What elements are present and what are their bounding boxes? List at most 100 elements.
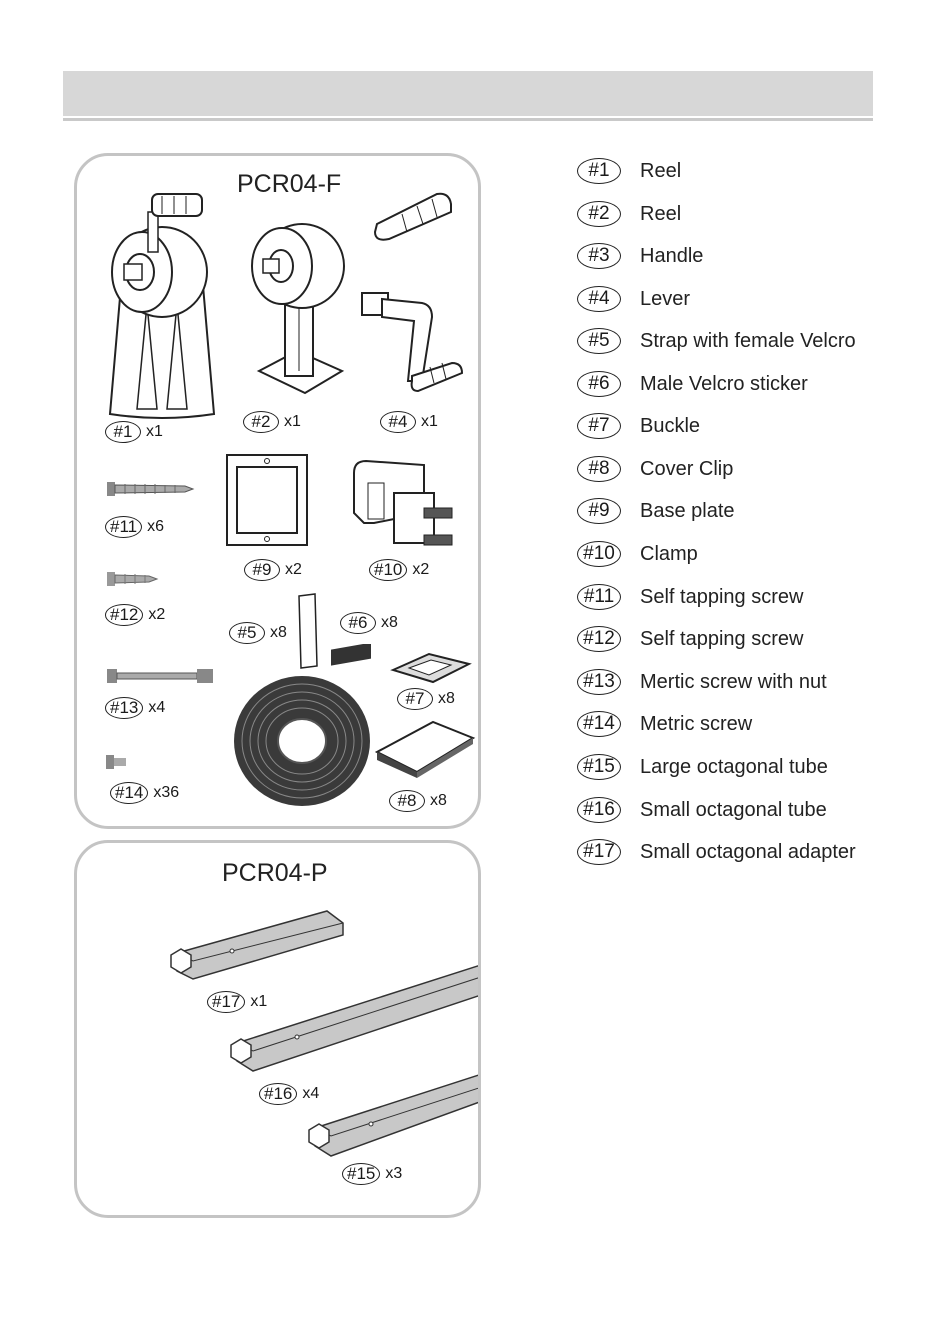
legend-label: Reel xyxy=(640,202,682,225)
handle-illustration xyxy=(373,192,452,241)
small-octagonal-adapter-illustration xyxy=(170,910,344,980)
part-qty: x8 xyxy=(381,614,398,631)
legend-label: Handle xyxy=(640,244,704,267)
part-number-badge: #16 xyxy=(259,1083,298,1105)
part-qty: x2 xyxy=(412,561,430,578)
part-number-badge: #6 xyxy=(340,612,376,634)
part-number-badge: #12 xyxy=(105,604,144,626)
legend-badge: #12 xyxy=(577,626,621,652)
cover-clip-illustration xyxy=(374,720,476,778)
part-qty: x3 xyxy=(385,1165,403,1182)
part-number-badge: #8 xyxy=(389,790,425,812)
self-tapping-screw-small-illustration xyxy=(107,572,159,586)
part-number-badge: #15 xyxy=(342,1163,381,1185)
legend-label: Self tapping screw xyxy=(640,627,804,650)
strap-roll-illustration xyxy=(234,593,370,806)
legend-badge: #4 xyxy=(577,286,621,312)
legend-label: Base plate xyxy=(640,499,735,522)
legend-label: Metric screw xyxy=(640,712,753,735)
legend-label: Small octagonal adapter xyxy=(640,840,856,863)
legend-badge: #5 xyxy=(577,328,621,354)
self-tapping-screw-illustration xyxy=(107,482,195,496)
legend-badge: #2 xyxy=(577,201,621,227)
legend-item: #13 Mertic screw with nut xyxy=(577,669,897,695)
part-qty: x36 xyxy=(153,784,180,801)
part-qty: x1 xyxy=(250,993,268,1010)
part-number-badge: #17 xyxy=(207,991,246,1013)
legend-badge: #1 xyxy=(577,158,621,184)
legend-label: Lever xyxy=(640,287,691,310)
legend-label: Reel xyxy=(640,159,682,182)
legend-item: #9 Base plate xyxy=(577,498,897,524)
part-number-badge: #13 xyxy=(105,697,144,719)
legend-item: #4 Lever xyxy=(577,286,897,312)
legend-label: Buckle xyxy=(640,414,701,437)
part-number-badge: #9 xyxy=(244,559,280,581)
part-number-badge: #7 xyxy=(397,688,433,710)
legend-badge: #13 xyxy=(577,669,621,695)
legend-label: Mertic screw with nut xyxy=(640,670,827,693)
legend-badge: #7 xyxy=(577,413,621,439)
header-divider xyxy=(63,118,873,121)
buckle-illustration xyxy=(390,652,472,684)
clamp-illustration xyxy=(353,459,453,546)
legend-item: #2 Reel xyxy=(577,201,897,227)
part-qty: x4 xyxy=(302,1085,320,1102)
part-tag: #4 x1 xyxy=(380,411,438,433)
small-octagonal-tube-illustration xyxy=(230,965,478,1072)
legend-item: #16 Small octagonal tube xyxy=(577,797,897,823)
part-qty: x6 xyxy=(147,518,165,535)
legend-item: #12 Self tapping screw xyxy=(577,626,897,652)
legend-label: Small octagonal tube xyxy=(640,798,827,821)
part-qty: x2 xyxy=(285,561,302,578)
part-number-badge: #14 xyxy=(110,782,149,804)
kit-p-title: PCR04-P xyxy=(222,859,328,887)
legend-badge: #6 xyxy=(577,371,621,397)
velcro-sticker-illustration xyxy=(331,644,371,666)
reel-with-handle-illustration xyxy=(108,193,216,419)
part-number-badge: #4 xyxy=(380,411,416,433)
legend-badge: #9 xyxy=(577,498,621,524)
legend-label: Large octagonal tube xyxy=(640,755,828,778)
part-tag: #2 x1 xyxy=(243,411,301,433)
part-number-badge: #11 xyxy=(105,516,143,538)
kit-f-title: PCR04-F xyxy=(237,170,342,198)
legend-badge: #15 xyxy=(577,754,621,780)
part-number-badge: #1 xyxy=(105,421,141,443)
legend-item: #11 Self tapping screw xyxy=(577,584,897,610)
legend-label: Self tapping screw xyxy=(640,585,804,608)
legend-item: #7 Buckle xyxy=(577,413,897,439)
part-tag: #9 x2 xyxy=(244,559,302,581)
lever-illustration xyxy=(361,292,464,393)
legend-badge: #8 xyxy=(577,456,621,482)
kit-f-panel: PCR04-F xyxy=(74,153,481,829)
part-qty: x4 xyxy=(148,699,166,716)
part-qty: x1 xyxy=(146,423,163,440)
legend-badge: #14 xyxy=(577,711,621,737)
part-qty: x1 xyxy=(421,413,438,430)
large-octagonal-tube-illustration xyxy=(308,1074,478,1157)
part-tag: #1 x1 xyxy=(105,421,163,443)
metric-screw-small-illustration xyxy=(106,755,126,769)
part-qty: x1 xyxy=(284,413,301,430)
legend-label: Clamp xyxy=(640,542,698,565)
legend-badge: #16 xyxy=(577,797,621,823)
part-number-badge: #2 xyxy=(243,411,279,433)
part-tag: #6 x8 xyxy=(340,612,398,634)
legend-badge: #11 xyxy=(577,584,621,610)
